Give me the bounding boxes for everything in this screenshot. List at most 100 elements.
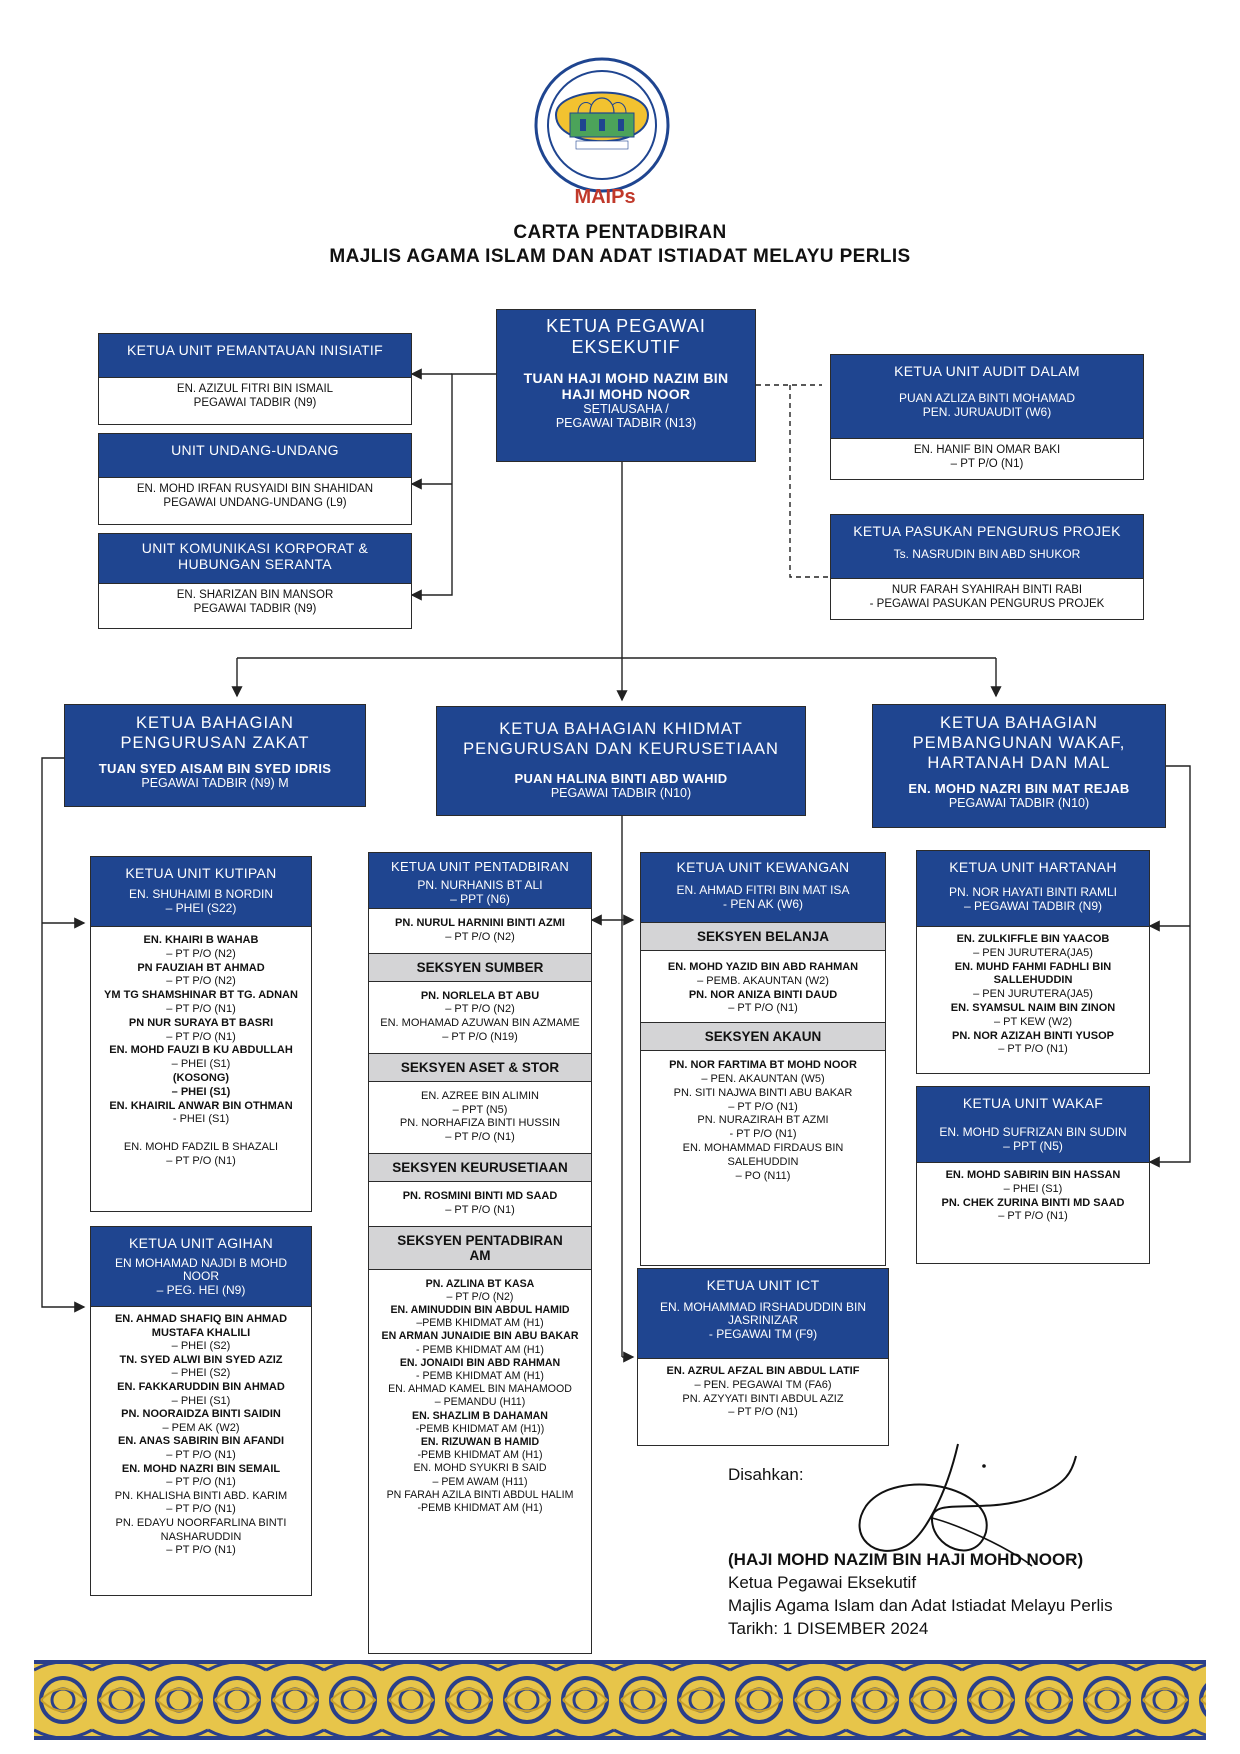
unit-head-post: - PEN AK (W6) xyxy=(722,897,803,911)
division-head-name: EN. MOHD NAZRI BIN MAT REJAB xyxy=(908,781,1130,796)
staff-detail: – PEM AWAM (H11) xyxy=(432,1475,528,1488)
staff-list: EN. ZULKIFFLE BIN YAACOB– PEN JURUTERA(J… xyxy=(917,927,1149,1062)
division-title: KETUA BAHAGIAN KHIDMAT PENGURUSAN DAN KE… xyxy=(463,720,779,758)
staff-detail: EN. MOHD FADZIL B SHAZALI xyxy=(123,1140,279,1153)
unit-title: KETUA UNIT WAKAF xyxy=(962,1095,1104,1111)
division-head-post: PEGAWAI TADBIR (N10) xyxy=(948,796,1090,810)
staff-detail: – PT P/O (N1) xyxy=(728,1406,798,1419)
staff-list: PN. NOR FARTIMA BT MOHD NOOR– PEN. AKAUN… xyxy=(641,1051,885,1191)
staff-detail: – PT P/O (N2) xyxy=(166,947,236,960)
unit-head-name: PN. NOR HAYATI BINTI RAMLI xyxy=(948,885,1118,899)
staff-list: PN. NURUL HARNINI BINTI AZMI– PT P/O (N2… xyxy=(369,909,591,953)
staff-name: EN. FAKKARUDDIN BIN AHMAD xyxy=(117,1380,285,1393)
staff-name: EN. SYAMSUL NAIM BIN ZINON xyxy=(950,1001,1116,1014)
ceo-name: TUAN HAJI MOHD NAZIM BIN HAJI MOHD NOOR xyxy=(523,370,729,402)
staff-detail: – PT P/O (N1) xyxy=(166,1448,236,1461)
staff-detail: – PT P/O (N1) xyxy=(998,1210,1068,1223)
staff-post: PEGAWAI TADBIR (N9) xyxy=(193,602,317,615)
staff-name: EN. AMINUDDIN BIN ABDUL HAMID xyxy=(390,1303,570,1316)
staff-detail: – PT P/O (N1) xyxy=(166,1030,236,1043)
staff-name: EN. KHAIRI B WAHAB xyxy=(143,934,259,946)
unit-head-name: EN. SHUHAIMI B NORDIN xyxy=(128,887,273,901)
staff-detail: – PEN JURUTERA(JA5) xyxy=(973,988,1093,1001)
staff-detail: – PHEI (S1) xyxy=(171,1058,231,1071)
staff-detail: EN. AZREE BIN ALIMIN xyxy=(421,1089,539,1102)
staff-name: PN. NOR AZIZAH BINTI YUSOP xyxy=(952,1029,1114,1042)
staff-detail: – PHEI (S2) xyxy=(171,1340,231,1353)
staff-name: PN. NOORAIDZA BINTI SAIDIN xyxy=(121,1408,281,1421)
unit-kewangan: KETUA UNIT KEWANGAN EN. AHMAD FITRI BIN … xyxy=(640,852,886,1266)
staff-detail: – PT P/O (N19) xyxy=(442,1030,518,1043)
unit-title: KETUA UNIT PEMANTAUAN INISIATIF xyxy=(127,342,383,358)
division-head-name: TUAN SYED AISAM BIN SYED IDRIS xyxy=(98,761,332,776)
staff-detail: – PT P/O (N1) xyxy=(166,1002,236,1015)
staff-detail: PN. EDAYU NOORFARLINA BINTI NASHARUDDIN xyxy=(115,1516,287,1543)
staff-name: PN. CHEK ZURINA BINTI MD SAAD xyxy=(941,1196,1125,1209)
staff-detail: – PT P/O (N2) xyxy=(445,930,515,943)
staff-detail: PN. NURAZIRAH BT AZMI xyxy=(697,1114,829,1127)
staff-detail: – PT P/O (N1) xyxy=(728,1100,798,1113)
staff-list: EN. AHMAD SHAFIQ BIN AHMAD MUSTAFA KHALI… xyxy=(91,1307,311,1563)
unit-head-post: – PPT (N6) xyxy=(450,892,510,906)
staff-name: PN NUR SURAYA BT BASRI xyxy=(128,1016,274,1029)
staff-name: EN. SHAZLIM B DAHAMAN xyxy=(412,1409,548,1422)
mosque-emblem-icon xyxy=(534,57,670,193)
unit-agihan: KETUA UNIT AGIHAN EN MOHAMAD NAJDI B MOH… xyxy=(90,1226,312,1596)
unit-title: KETUA UNIT AUDIT DALAM xyxy=(894,363,1080,379)
staff-detail: EN. MOHAMMAD FIRDAUS BIN SALEHUDDIN xyxy=(682,1141,844,1168)
staff-name: PN. ROSMINI BINTI MD SAAD xyxy=(402,1189,558,1202)
unit-title: KETUA UNIT KUTIPAN xyxy=(125,865,277,881)
staff-detail: EN. MOHD SYUKRI B SAID xyxy=(413,1462,547,1475)
approval-label: Disahkan: xyxy=(728,1465,804,1484)
section-header: SEKSYEN SUMBER xyxy=(369,952,591,982)
staff-detail: -PEMB KHIDMAT AM (H1) xyxy=(417,1449,543,1462)
staff-name: NUR FARAH SYAHIRAH BINTI RABI xyxy=(891,584,1083,596)
maips-logo xyxy=(522,55,682,197)
unit-head-name: EN. MOHAMMAD IRSHADUDDIN BIN JASRINIZAR xyxy=(659,1300,866,1327)
staff-list: EN. AZREE BIN ALIMIN– PPT (N5)PN. NORHAF… xyxy=(369,1082,591,1153)
staff-detail: – PHEI (S2) xyxy=(171,1367,231,1380)
staff-detail: – PT P/O (N1) xyxy=(445,1131,515,1144)
staff-detail: – PO (N11) xyxy=(735,1169,791,1182)
staff-name: EN. SHARIZAN BIN MANSOR xyxy=(176,589,334,601)
staff-detail xyxy=(95,1127,307,1141)
unit-title: UNIT KOMUNIKASI KORPORAT & HUBUNGAN SERA… xyxy=(141,540,369,572)
staff-detail: PN. SITI NAJWA BINTI ABU BAKAR xyxy=(673,1086,853,1099)
staff-detail: PN. KHALISHA BINTI ABD. KARIM xyxy=(114,1489,288,1502)
staff-name: EN. HANIF BIN OMAR BAKI xyxy=(913,444,1061,456)
staff-name: (KOSONG) xyxy=(172,1071,230,1084)
staff-detail: – PT P/O (N2) xyxy=(445,1003,515,1016)
staff-detail: - PT P/O (N1) xyxy=(729,1128,797,1141)
staff-name: EN. AHMAD SHAFIQ BIN AHMAD MUSTAFA KHALI… xyxy=(114,1313,288,1339)
staff-name: PN. NORLELA BT ABU xyxy=(420,989,540,1002)
staff-detail: – PT P/O (N1) xyxy=(445,1203,515,1216)
staff-detail: EN. MOHAMAD AZUWAN BIN AZMAME xyxy=(380,1017,580,1030)
staff-list: EN. AZRUL AFZAL BIN ABDUL LATIF– PEN. PE… xyxy=(638,1359,888,1425)
staff-name: EN. AZIZUL FITRI BIN ISMAIL xyxy=(176,383,334,395)
unit-head-name: EN. AHMAD FITRI BIN MAT ISA xyxy=(676,883,850,897)
staff-name: EN. MOHD YAZID BIN ABD RAHMAN xyxy=(667,961,859,973)
unit-pemantauan-inisiatif: KETUA UNIT PEMANTAUAN INISIATIF EN. AZIZ… xyxy=(98,333,412,425)
staff-detail: – PPT (N5) xyxy=(452,1103,508,1116)
ceo-role1: SETIAUSAHA / xyxy=(583,402,669,416)
staff-name: EN. AZRUL AFZAL BIN ABDUL LATIF xyxy=(666,1365,860,1377)
staff-name: EN. JONAIDI BIN ABD RAHMAN xyxy=(399,1356,561,1369)
staff-detail: – PEN. AKAUNTAN (W5) xyxy=(701,1072,825,1085)
staff-detail: – PT P/O (N1) xyxy=(728,1002,798,1015)
staff-detail: PN. NORHAFIZA BINTI HUSSIN xyxy=(399,1117,561,1130)
section-header: SEKSYEN BELANJA xyxy=(641,923,885,951)
staff-detail: – PT P/O (N1) xyxy=(166,1476,236,1489)
division-zakat: KETUA BAHAGIAN PENGURUSAN ZAKAT TUAN SYE… xyxy=(64,704,366,807)
staff-detail: – PT P/O (N1) xyxy=(166,1503,236,1516)
section-header: SEKSYEN PENTADBIRAN AM xyxy=(369,1225,591,1270)
staff-name: EN. MOHD FAUZI B KU ABDULLAH xyxy=(109,1044,293,1057)
staff-detail: – PEMB. AKAUNTAN (W2) xyxy=(697,974,829,987)
approver-name: (HAJI MOHD NAZIM BIN HAJI MOHD NOOR) xyxy=(728,1550,1084,1569)
staff-name: TN. SYED ALWI BIN SYED AZIZ xyxy=(119,1353,283,1366)
unit-title: KETUA UNIT KEWANGAN xyxy=(676,859,850,875)
unit-title: KETUA PASUKAN PENGURUS PROJEK xyxy=(853,523,1121,539)
staff-detail: – PT KEW (W2) xyxy=(993,1015,1073,1028)
unit-pengurus-projek: KETUA PASUKAN PENGURUS PROJEK Ts. NASRUD… xyxy=(830,514,1144,620)
section-header: SEKSYEN AKAUN xyxy=(641,1022,885,1052)
unit-ict: KETUA UNIT ICT EN. MOHAMMAD IRSHADUDDIN … xyxy=(637,1268,889,1446)
